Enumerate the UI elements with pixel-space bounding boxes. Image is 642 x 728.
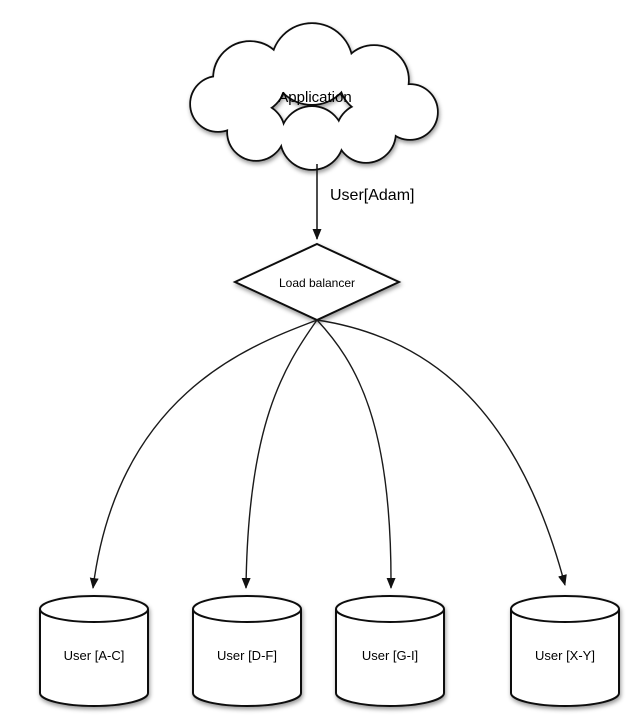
application-cloud-node: Application: [189, 22, 439, 171]
shard-db-cylinder-2: User [D-F]: [192, 595, 302, 707]
load-balancer-label: Load balancer: [279, 276, 355, 290]
db-cylinder-icon: [39, 595, 149, 707]
db-cylinder-icon: [510, 595, 620, 707]
shard-label: User [D-F]: [217, 648, 277, 663]
shard-db-cylinder-4: User [X-Y]: [510, 595, 620, 707]
lb-to-shard-arrow-1: [89, 319, 318, 589]
shard-db-cylinder-3: User [G-I]: [335, 595, 445, 707]
db-cylinder-icon: [335, 595, 445, 707]
shard-label: User [G-I]: [362, 648, 418, 663]
load-balancer-node: Load balancer: [232, 242, 402, 322]
cloud-icon: [189, 22, 439, 171]
db-cylinder-icon: [192, 595, 302, 707]
lb-to-shard-arrows: [89, 319, 567, 589]
lb-to-shard-arrow-3: [316, 319, 396, 589]
shard-db-cylinder-1: User [A-C]: [39, 595, 149, 707]
shard-label: User [A-C]: [64, 648, 125, 663]
application-label: Application: [278, 89, 351, 106]
edge-label-user-adam: User[Adam]: [330, 187, 414, 204]
lb-to-shard-arrow-4: [316, 319, 567, 586]
lb-to-shard-arrow-2: [241, 319, 318, 589]
shard-label: User [X-Y]: [535, 648, 595, 663]
